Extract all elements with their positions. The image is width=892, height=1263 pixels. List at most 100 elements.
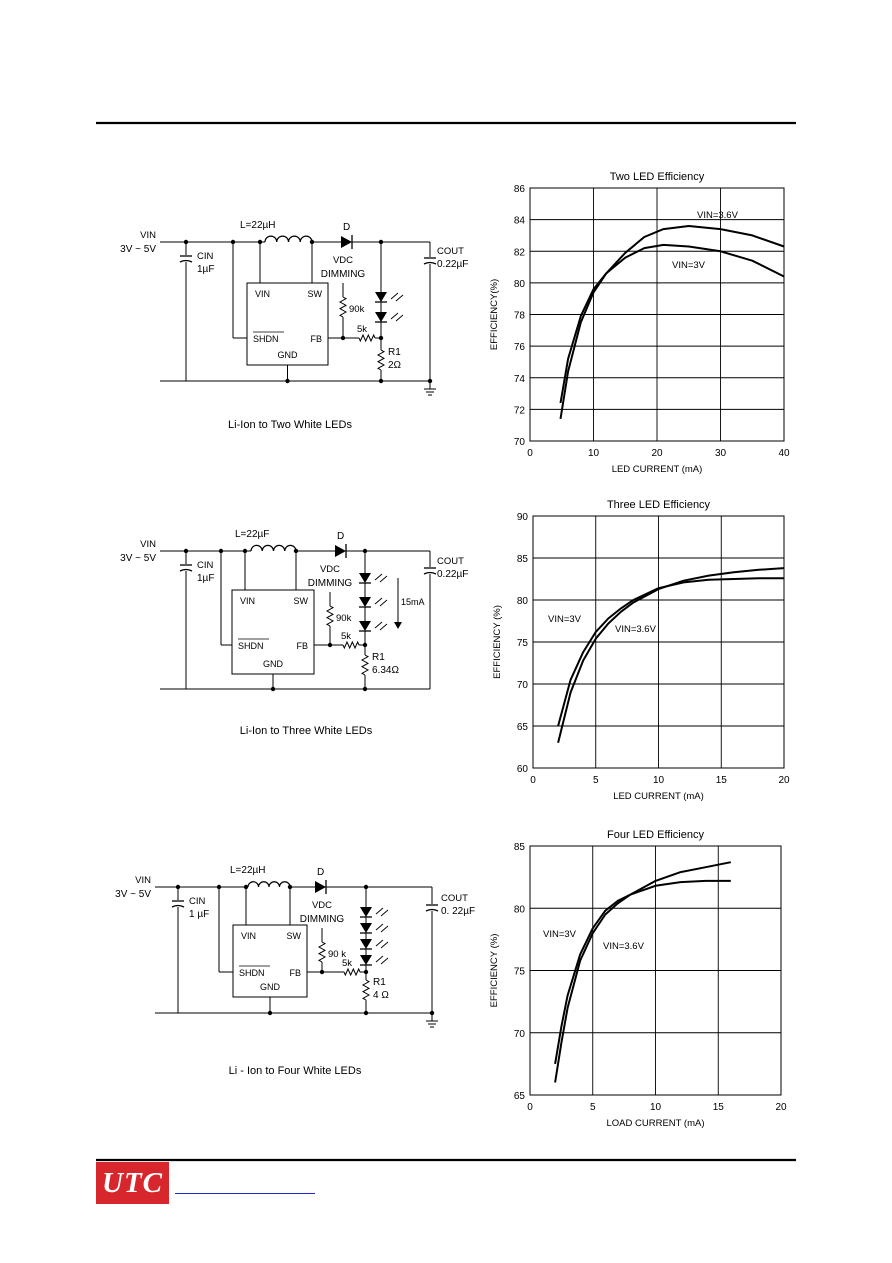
y-tick-label: 75	[514, 967, 526, 978]
ic-pin-shdn: SHDN	[253, 334, 279, 344]
y-tick-label: 74	[514, 374, 526, 385]
curve-annotation: VIN=3.6V	[603, 941, 645, 952]
dimming-label: DIMMING	[308, 578, 353, 589]
light-rays	[375, 907, 389, 917]
y-tick-label: 85	[514, 842, 526, 853]
cout-label: COUT	[437, 246, 464, 257]
y-tick-label: 65	[514, 1091, 526, 1102]
x-tick-label: 5	[593, 775, 599, 786]
led-symbol	[360, 923, 372, 933]
y-axis-label: EFFICIENCY (%)	[492, 605, 503, 679]
junction-dot	[363, 1010, 369, 1016]
resistor-symbol	[342, 640, 360, 650]
light-rays	[374, 573, 388, 583]
resistor-symbol	[376, 349, 386, 371]
y-tick-label: 84	[514, 216, 526, 227]
junction-dot	[267, 1010, 273, 1016]
light-rays	[374, 621, 388, 631]
x-tick-label: 0	[527, 448, 533, 459]
r-dim-label: 90k	[349, 304, 365, 315]
junction-dot	[242, 548, 248, 554]
series-line-vin-3v	[559, 243, 785, 404]
x-tick-label: 30	[715, 448, 727, 459]
footer-link-underline[interactable]	[175, 1193, 315, 1194]
series-line-vin-3v	[557, 577, 784, 727]
ic-pin-gnd: GND	[278, 350, 299, 360]
led-symbol	[359, 597, 371, 607]
y-tick-label: 80	[517, 596, 529, 607]
ic-pin-sw: SW	[308, 289, 323, 299]
ic-pin-gnd: GND	[263, 659, 284, 669]
current-arrow-head	[394, 622, 402, 629]
cin-value: 1µF	[197, 573, 214, 584]
light-rays	[374, 597, 388, 607]
y-tick-label: 80	[514, 904, 526, 915]
cin-value: 1µF	[197, 264, 214, 275]
schottky-diode-symbol	[335, 545, 346, 557]
diode-label: D	[343, 222, 350, 233]
curve-annotation: VIN=3V	[543, 929, 577, 940]
light-rays	[390, 312, 404, 322]
r-fb-label: 5k	[357, 324, 367, 335]
resistor-symbol	[361, 979, 371, 1001]
x-tick-label: 40	[778, 448, 790, 459]
vin-range-label: 3V ~ 5V	[120, 553, 156, 564]
r-dim-label: 90 k	[328, 949, 346, 960]
y-tick-label: 70	[517, 680, 529, 691]
current-label: 15mA	[401, 597, 425, 607]
x-tick-label: 15	[716, 775, 728, 786]
light-rays	[375, 955, 389, 965]
y-tick-label: 70	[514, 1029, 526, 1040]
circuit-caption: Li-Ion to Three White LEDs	[240, 725, 373, 737]
capacitor-plate	[425, 908, 439, 912]
junction-dot	[243, 884, 249, 890]
y-tick-label: 72	[514, 405, 526, 416]
vdc-label: VDC	[320, 564, 340, 575]
ic-pin-vin: VIN	[255, 289, 270, 299]
capacitor-plate	[171, 904, 185, 908]
light-rays	[375, 923, 389, 933]
r-fb-label: 5k	[341, 631, 351, 642]
curve-annotation: VIN=3.6V	[697, 210, 739, 221]
x-axis-label: LOAD CURRENT (mA)	[607, 1118, 705, 1129]
capacitor-plate	[179, 568, 193, 572]
cout-label: COUT	[437, 556, 464, 567]
x-axis-label: LED CURRENT (mA)	[613, 791, 704, 802]
y-tick-label: 60	[517, 764, 529, 775]
circuit-caption: Li - Ion to Four White LEDs	[229, 1065, 362, 1077]
junction-dot	[293, 548, 299, 554]
vin-range-label: 3V ~ 5V	[115, 889, 151, 900]
inductor-symbol	[247, 881, 291, 888]
light-rays	[375, 939, 389, 949]
led-symbol	[360, 955, 372, 965]
x-tick-label: 15	[713, 1102, 725, 1113]
y-tick-label: 82	[514, 247, 526, 258]
y-tick-label: 65	[517, 722, 529, 733]
ic-pin-fb: FB	[296, 641, 308, 651]
ic-pin-gnd: GND	[260, 982, 281, 992]
r1-label: R1	[388, 347, 401, 358]
diode-label: D	[317, 867, 324, 878]
schottky-diode-symbol	[315, 881, 326, 893]
resistor-symbol	[343, 967, 361, 977]
utc-logo: UTC	[96, 1162, 169, 1204]
series-line-vin-3-6v	[557, 567, 785, 744]
y-axis-label: EFFICIENCY(%)	[489, 279, 500, 350]
series-line-vin-3-6v	[559, 225, 785, 420]
y-tick-label: 76	[514, 342, 526, 353]
r-fb-label: 5k	[342, 958, 352, 969]
dimming-label: DIMMING	[300, 914, 345, 925]
x-tick-label: 10	[650, 1102, 662, 1113]
x-tick-label: 20	[651, 448, 663, 459]
series-line-vin-3v	[554, 879, 731, 1065]
cin-label: CIN	[189, 896, 206, 907]
cin-value: 1 µF	[189, 909, 209, 920]
x-tick-label: 20	[778, 775, 790, 786]
schottky-diode-symbol	[341, 236, 352, 248]
y-tick-label: 70	[514, 437, 526, 448]
inductor-symbol	[250, 544, 297, 552]
x-axis-label: LED CURRENT (mA)	[612, 464, 703, 475]
capacitor-plate	[423, 261, 437, 265]
